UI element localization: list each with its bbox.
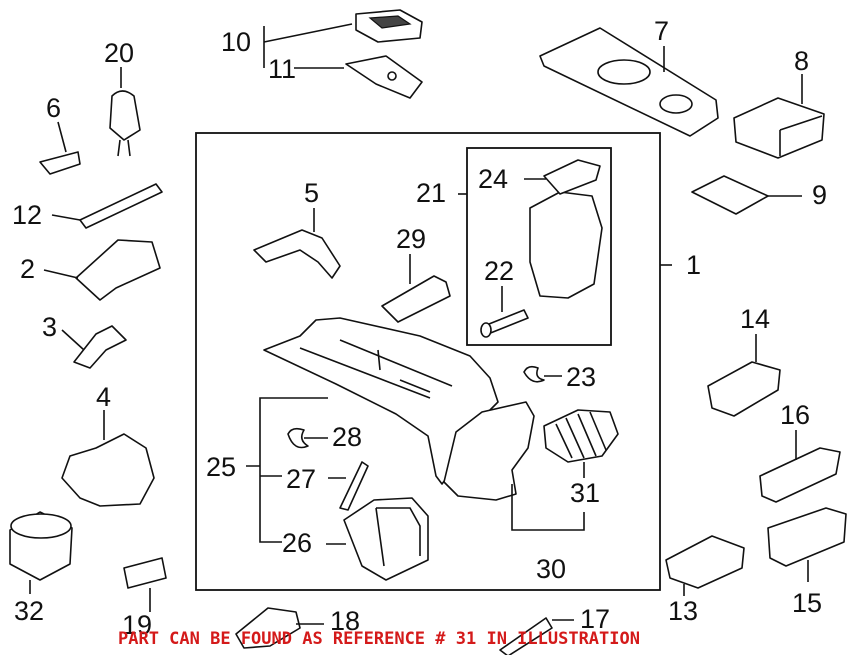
part-8: [733, 97, 825, 159]
callout-26: 26: [282, 528, 312, 558]
callout-17: 17: [580, 604, 610, 634]
part-5: [253, 229, 341, 279]
part-6: [39, 151, 81, 175]
part-12: [79, 183, 163, 229]
part-10: [355, 9, 423, 43]
part-4: [61, 433, 155, 507]
part-13: [665, 535, 745, 589]
armrest-subframe: [466, 147, 612, 346]
part-32: [9, 511, 73, 581]
callout-20: 20: [104, 38, 134, 68]
callout-9: 9: [812, 180, 827, 210]
callout-5: 5: [304, 178, 319, 208]
part-18: [235, 607, 301, 649]
leader-25: [246, 397, 328, 543]
part-23: [523, 365, 545, 383]
main-assembly-frame: [195, 132, 661, 591]
callout-16: 16: [780, 400, 810, 430]
part-9: [691, 175, 769, 215]
part-22: [480, 309, 529, 338]
part-27: [339, 461, 369, 511]
callout-19: 19: [122, 610, 152, 640]
part-20: [109, 90, 141, 157]
part-11: [345, 55, 423, 99]
leader-10-11: [263, 23, 353, 69]
callout-23: 23: [566, 362, 596, 392]
part-console-body: [263, 317, 535, 501]
callout-12: 12: [12, 200, 42, 230]
leader-12: [51, 214, 81, 221]
callout-4: 4: [96, 382, 111, 412]
reference-note: PART CAN BE FOUND AS REFERENCE # 31 IN I…: [118, 629, 640, 649]
callout-24: 24: [478, 164, 508, 194]
callout-31: 31: [570, 478, 600, 508]
part-14: [707, 361, 781, 417]
leader-30: [511, 484, 585, 531]
callout-10: 10: [221, 27, 251, 57]
part-3: [73, 325, 127, 369]
callout-6: 6: [46, 93, 61, 123]
leader-2: [43, 269, 79, 279]
callout-14: 14: [740, 304, 770, 334]
callout-15: 15: [792, 588, 822, 618]
part-26: [343, 497, 429, 581]
part-7: [539, 27, 719, 137]
part-17: [499, 617, 553, 655]
callout-2: 2: [20, 254, 35, 284]
callout-8: 8: [794, 46, 809, 76]
callout-32: 32: [14, 596, 44, 626]
callout-28: 28: [332, 422, 362, 452]
callout-18: 18: [330, 606, 360, 636]
callout-1: 1: [686, 250, 701, 280]
callout-27: 27: [286, 464, 316, 494]
part-15: [767, 507, 847, 567]
part-24: [543, 159, 601, 195]
part-2: [75, 239, 161, 301]
part-31: [543, 409, 619, 463]
part-21: [529, 191, 603, 299]
part-16: [759, 447, 841, 503]
callout-13: 13: [668, 596, 698, 626]
leader-6: [57, 121, 67, 153]
callout-22: 22: [484, 256, 514, 286]
leader-3: [61, 329, 85, 351]
callout-3: 3: [42, 312, 57, 342]
callout-11: 11: [268, 54, 296, 84]
callout-21: 21: [416, 178, 446, 208]
callout-29: 29: [396, 224, 426, 254]
callout-7: 7: [654, 16, 669, 46]
callout-30: 30: [536, 554, 566, 584]
part-29: [381, 275, 451, 323]
part-19: [123, 557, 167, 589]
callout-25: 25: [206, 452, 236, 482]
part-28: [287, 427, 309, 449]
